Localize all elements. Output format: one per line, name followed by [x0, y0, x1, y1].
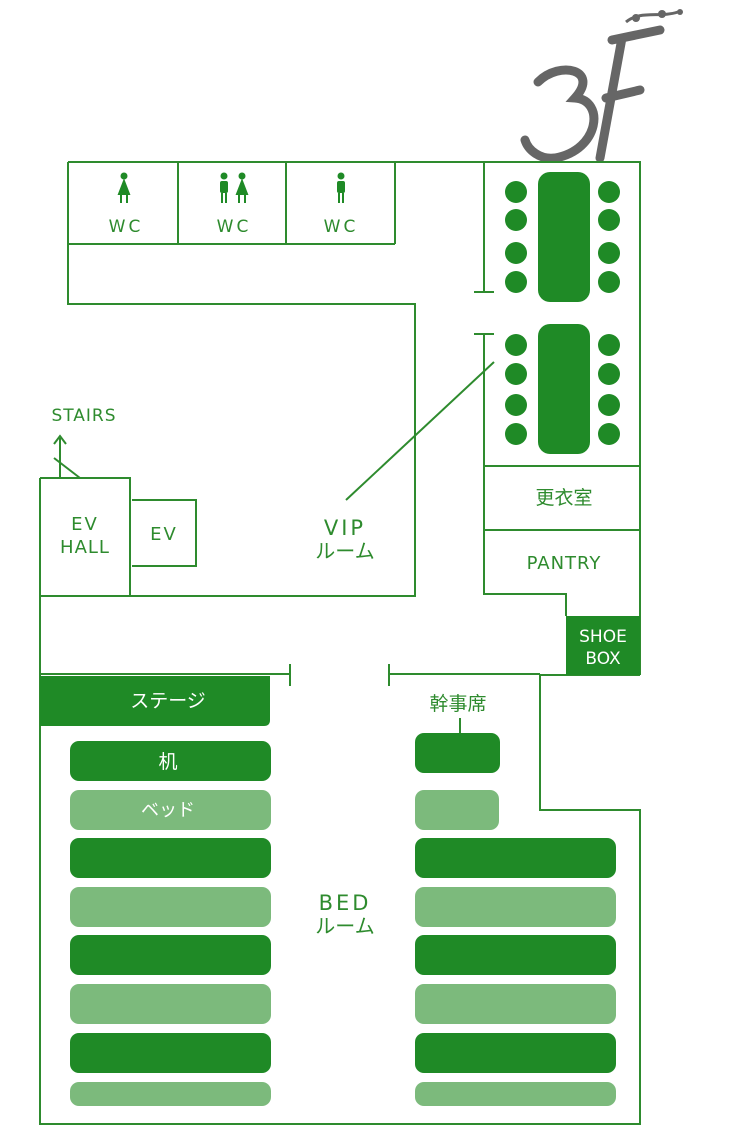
desk-row	[70, 838, 271, 878]
ev-hall-label-line2: HALL	[60, 537, 110, 558]
vip-table-lower	[505, 324, 620, 454]
ev-hall-label-line1: EV	[71, 514, 99, 535]
bed-row	[415, 1082, 616, 1106]
bed-row	[70, 984, 271, 1024]
organizer-desk	[415, 733, 500, 773]
desk-label: 机	[158, 751, 177, 773]
restroom-label-female: WC	[109, 217, 144, 237]
male-restroom-icon	[337, 172, 345, 203]
changing-room-label: 更衣室	[535, 487, 592, 509]
restroom-male: WC	[324, 172, 359, 237]
stage: ステージ	[40, 676, 270, 726]
restroom-label-male: WC	[324, 217, 359, 237]
shoebox-label-line2: BOX	[585, 649, 621, 669]
restroom-label-unisex: WC	[217, 217, 252, 237]
floor-label: 3F	[540, 109, 542, 111]
organizer-bed	[415, 790, 499, 830]
desk-row	[70, 741, 271, 781]
restroom-unisex: WC	[217, 172, 252, 237]
shoebox: SHOE BOX	[566, 616, 640, 675]
unisex-restroom-icon	[220, 172, 249, 203]
desk-row	[70, 1033, 271, 1073]
vip-room-label-line2: ルーム	[315, 539, 374, 563]
organizer-seat-label: 幹事席	[429, 693, 486, 715]
bed-row	[415, 887, 616, 927]
vip-room-label-line1: VIP	[324, 516, 366, 540]
walls	[39, 161, 641, 1125]
ev-label: EV	[150, 524, 178, 545]
desk-row	[415, 838, 616, 878]
desk-row	[70, 935, 271, 975]
bed-room-label-line1: BED	[319, 891, 372, 915]
stage-label: ステージ	[130, 690, 206, 712]
shoebox-label-line1: SHOE	[579, 627, 627, 647]
restroom-female: WC	[109, 172, 144, 237]
bed-row	[70, 1082, 271, 1106]
bed-row	[70, 790, 271, 830]
bed-label: ベッド	[141, 800, 195, 821]
desk-row	[415, 935, 616, 975]
bed-row	[70, 887, 271, 927]
bed-row	[415, 984, 616, 1024]
desk-row	[415, 1033, 616, 1073]
vip-table-upper	[505, 172, 620, 302]
stairs-label: STAIRS	[51, 406, 116, 426]
pantry-label: PANTRY	[527, 553, 602, 574]
floor-logo: 3F	[520, 9, 683, 163]
female-restroom-icon	[120, 172, 128, 180]
bed-room-label-line2: ルーム	[315, 914, 374, 938]
